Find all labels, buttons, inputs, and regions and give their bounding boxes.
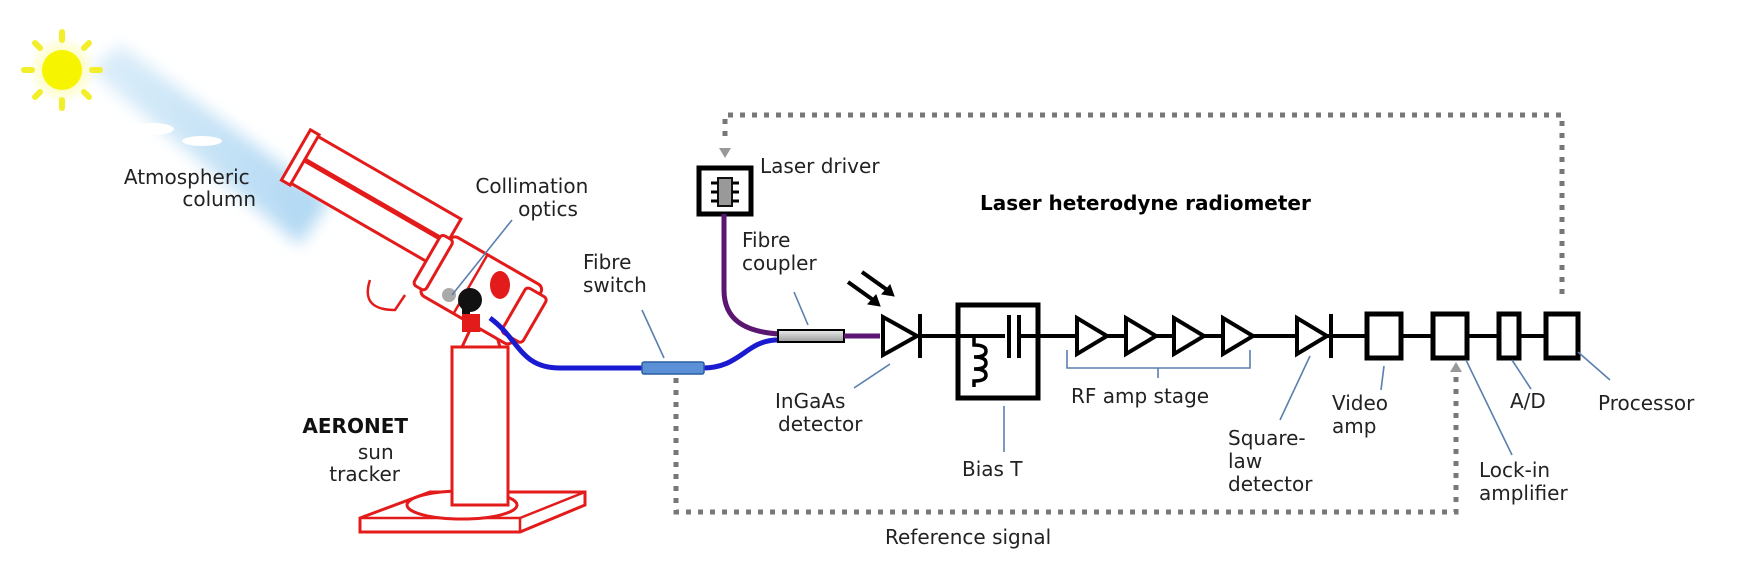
sun-icon — [21, 29, 103, 111]
reference-arrow-icon — [1450, 362, 1462, 372]
fibre-switch — [641, 361, 705, 375]
collimation-optics-label: Collimation optics — [475, 174, 594, 221]
square-law-detector-label: Square- law detector — [1228, 426, 1313, 496]
ad-converter — [1496, 311, 1522, 361]
video-amp — [1364, 311, 1404, 361]
ingaas-detector — [881, 313, 922, 359]
fibre-switch-leader — [641, 309, 665, 359]
fibre-switch-label: Fibre switch — [583, 250, 647, 297]
laser-driver-label: Laser driver — [760, 154, 880, 178]
sun-fibre — [488, 315, 645, 371]
ingaas-detector-label: InGaAs detector — [775, 389, 863, 436]
chip-icon — [711, 177, 739, 207]
rf-amp-stage-label: RF amp stage — [1071, 384, 1209, 408]
cloud-icon — [130, 123, 222, 146]
bias-t-label: Bias T — [962, 457, 1023, 481]
reference-signal-label: Reference signal — [885, 525, 1051, 549]
laser-driver — [696, 165, 754, 217]
photon-arrows-icon — [846, 270, 895, 307]
rf-amp-2 — [1124, 314, 1160, 358]
ad-label: A/D — [1510, 389, 1546, 413]
diagram-title: Laser heterodyne radiometer — [980, 191, 1311, 215]
fibre-coupler-leader — [793, 291, 809, 326]
square-law-detector-leader — [1279, 355, 1311, 421]
ingaas-detector-leader — [853, 363, 891, 389]
video-amp-label: Video amp — [1332, 391, 1394, 438]
laser-fibre — [721, 214, 790, 337]
aeronet-label: AERONET — [302, 414, 408, 438]
processor-leader — [1577, 351, 1611, 381]
rf-amp-stage-bracket — [1066, 350, 1251, 378]
processor — [1543, 311, 1581, 361]
lock-in-amplifier-leader — [1465, 359, 1513, 456]
aeronet-sun-tracker — [279, 127, 587, 534]
lock-in-amplifier — [1430, 311, 1470, 361]
lock-in-amplifier-label: Lock-in amplifier — [1479, 458, 1568, 505]
video-amp-leader — [1380, 365, 1385, 391]
rf-amp-1 — [1075, 314, 1111, 358]
rf-amp-stage — [1075, 314, 1257, 358]
fibre-coupler-label: Fibre coupler — [742, 228, 817, 275]
sun-tracker-label: sun tracker — [329, 440, 400, 486]
processor-label: Processor — [1598, 391, 1695, 415]
reference-signal-line — [673, 370, 1459, 515]
rf-amp-3 — [1172, 314, 1208, 358]
square-law-detector — [1295, 314, 1333, 358]
feedback-arrow-icon — [719, 148, 731, 158]
switch-to-coupler-fibre — [701, 337, 790, 371]
ad-leader — [1511, 359, 1532, 390]
rf-amp-4 — [1221, 314, 1257, 358]
atmospheric-column-label: Atmospheric column — [124, 165, 256, 211]
collimation-optics-leader — [451, 219, 513, 296]
fibre-coupler — [777, 329, 845, 343]
bias-t — [950, 302, 1045, 401]
